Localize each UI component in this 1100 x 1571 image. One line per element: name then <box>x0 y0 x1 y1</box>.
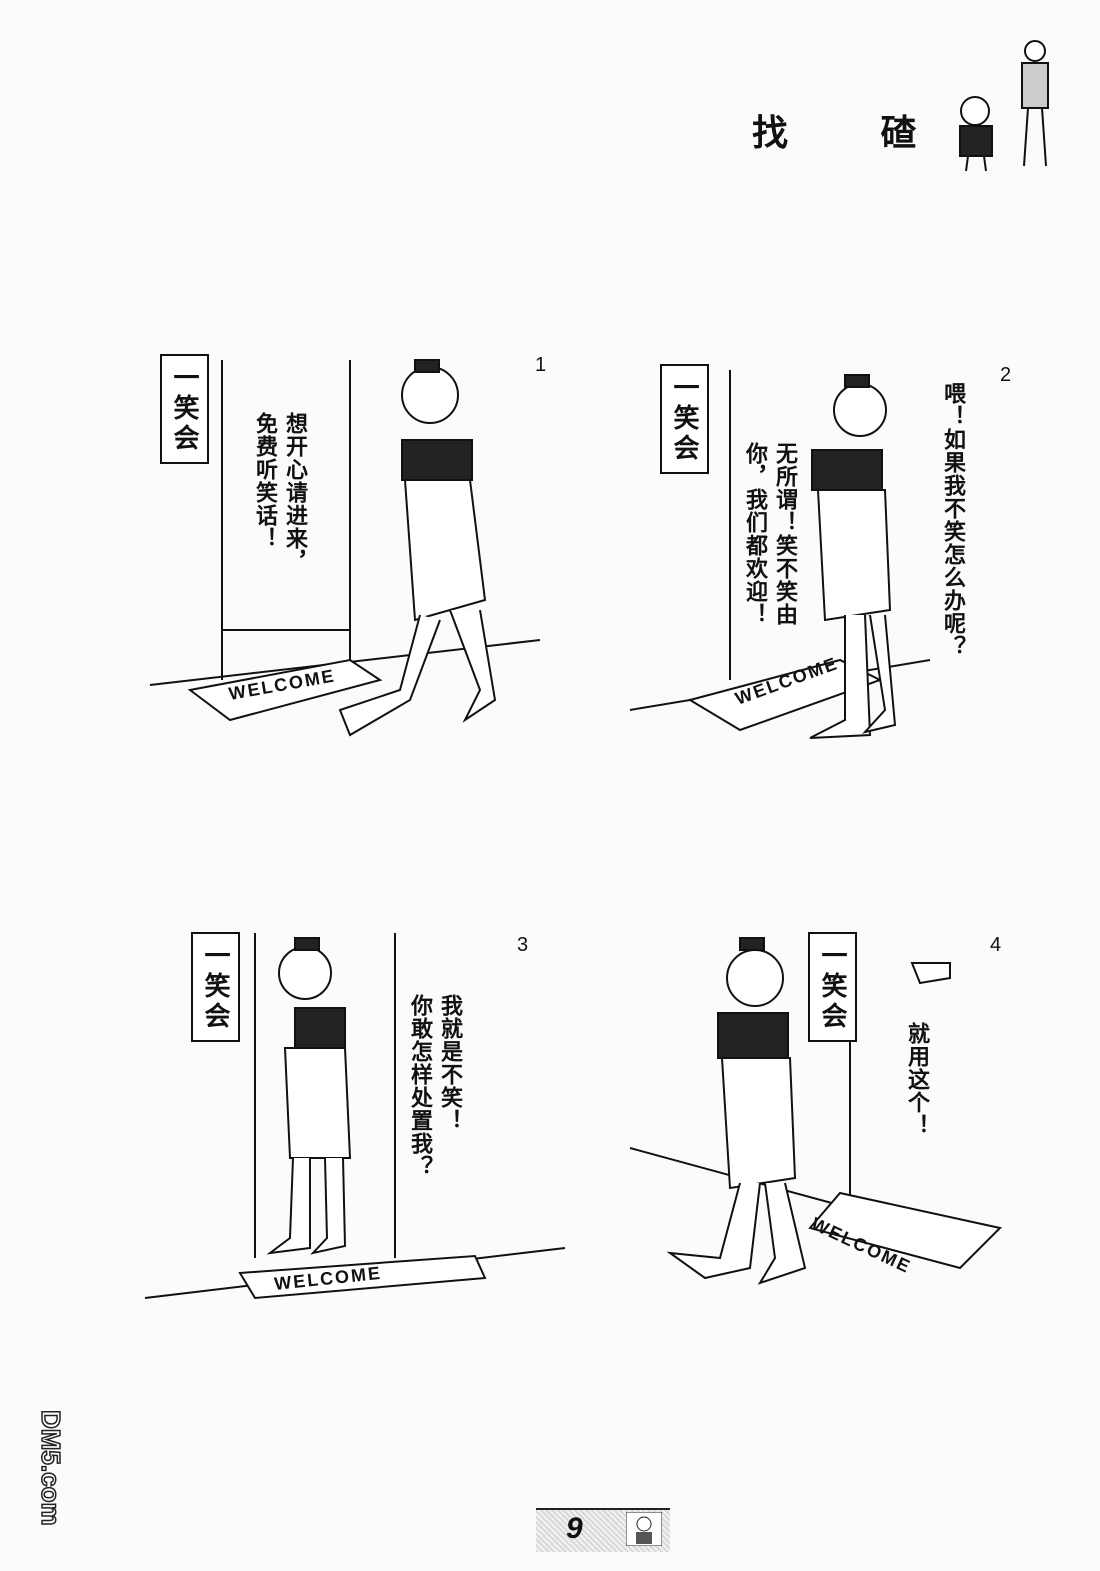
yixiaohui-sign: 一笑会 <box>191 932 240 1042</box>
panel-2-artwork: WELCOME <box>629 370 931 739</box>
speech-text-line-1: 想开心请进来， <box>282 412 307 573</box>
watermark-text: DM5.com <box>36 1410 66 1526</box>
panel-number: 2 <box>1000 364 1012 386</box>
speech-text-line-1: 我就是不笑！ <box>437 994 462 1132</box>
panel-number: 1 <box>535 354 547 376</box>
page-title: 找 碴 <box>752 113 957 154</box>
dm5-watermark-logo: DM5.com <box>35 1410 67 1526</box>
panel-4-artwork: WELCOME <box>629 933 1003 1285</box>
panel-3-artwork: WELCOME <box>144 933 566 1300</box>
mascot-characters-illustration <box>959 40 1049 172</box>
speech-text-line-2: 免费听笑话！ <box>252 412 277 550</box>
speech-text: 就用这个！ <box>904 1022 929 1137</box>
comic-panel-3: WELCOME 一笑会 3 我就是不笑！ 你敢怎样处置我？ <box>144 928 566 1358</box>
yixiaohui-sign: 一笑会 <box>660 364 709 474</box>
door-speech-text-line-1: 无所谓！笑不笑由 <box>772 442 797 626</box>
yixiaohui-sign: 一笑会 <box>160 354 209 464</box>
panel-number: 4 <box>990 934 1002 956</box>
comic-panel-2: WELCOME 一笑会 2 喂！如果我不笑怎么办呢？ 无所谓！笑不笑由 你，我们… <box>629 360 1050 790</box>
comic-panel-1: WELCOME 一笑会 1 想开心请进来， 免费听笑话！ <box>149 350 570 780</box>
panel-number: 3 <box>517 934 529 956</box>
speech-text-line-2: 你敢怎样处置我？ <box>407 994 432 1178</box>
page-number: 9 <box>566 1512 583 1545</box>
comic-panel-4: WELCOME 一笑会 4 就用这个！ <box>629 928 1050 1358</box>
yixiaohui-sign: 一笑会 <box>808 932 857 1042</box>
character-speech-text: 喂！如果我不笑怎么办呢？ <box>940 382 965 658</box>
panel-1-artwork: WELCOME <box>149 359 541 737</box>
character-thumbnail-icon <box>626 1512 662 1546</box>
door-speech-text-line-2: 你，我们都欢迎！ <box>742 442 767 626</box>
